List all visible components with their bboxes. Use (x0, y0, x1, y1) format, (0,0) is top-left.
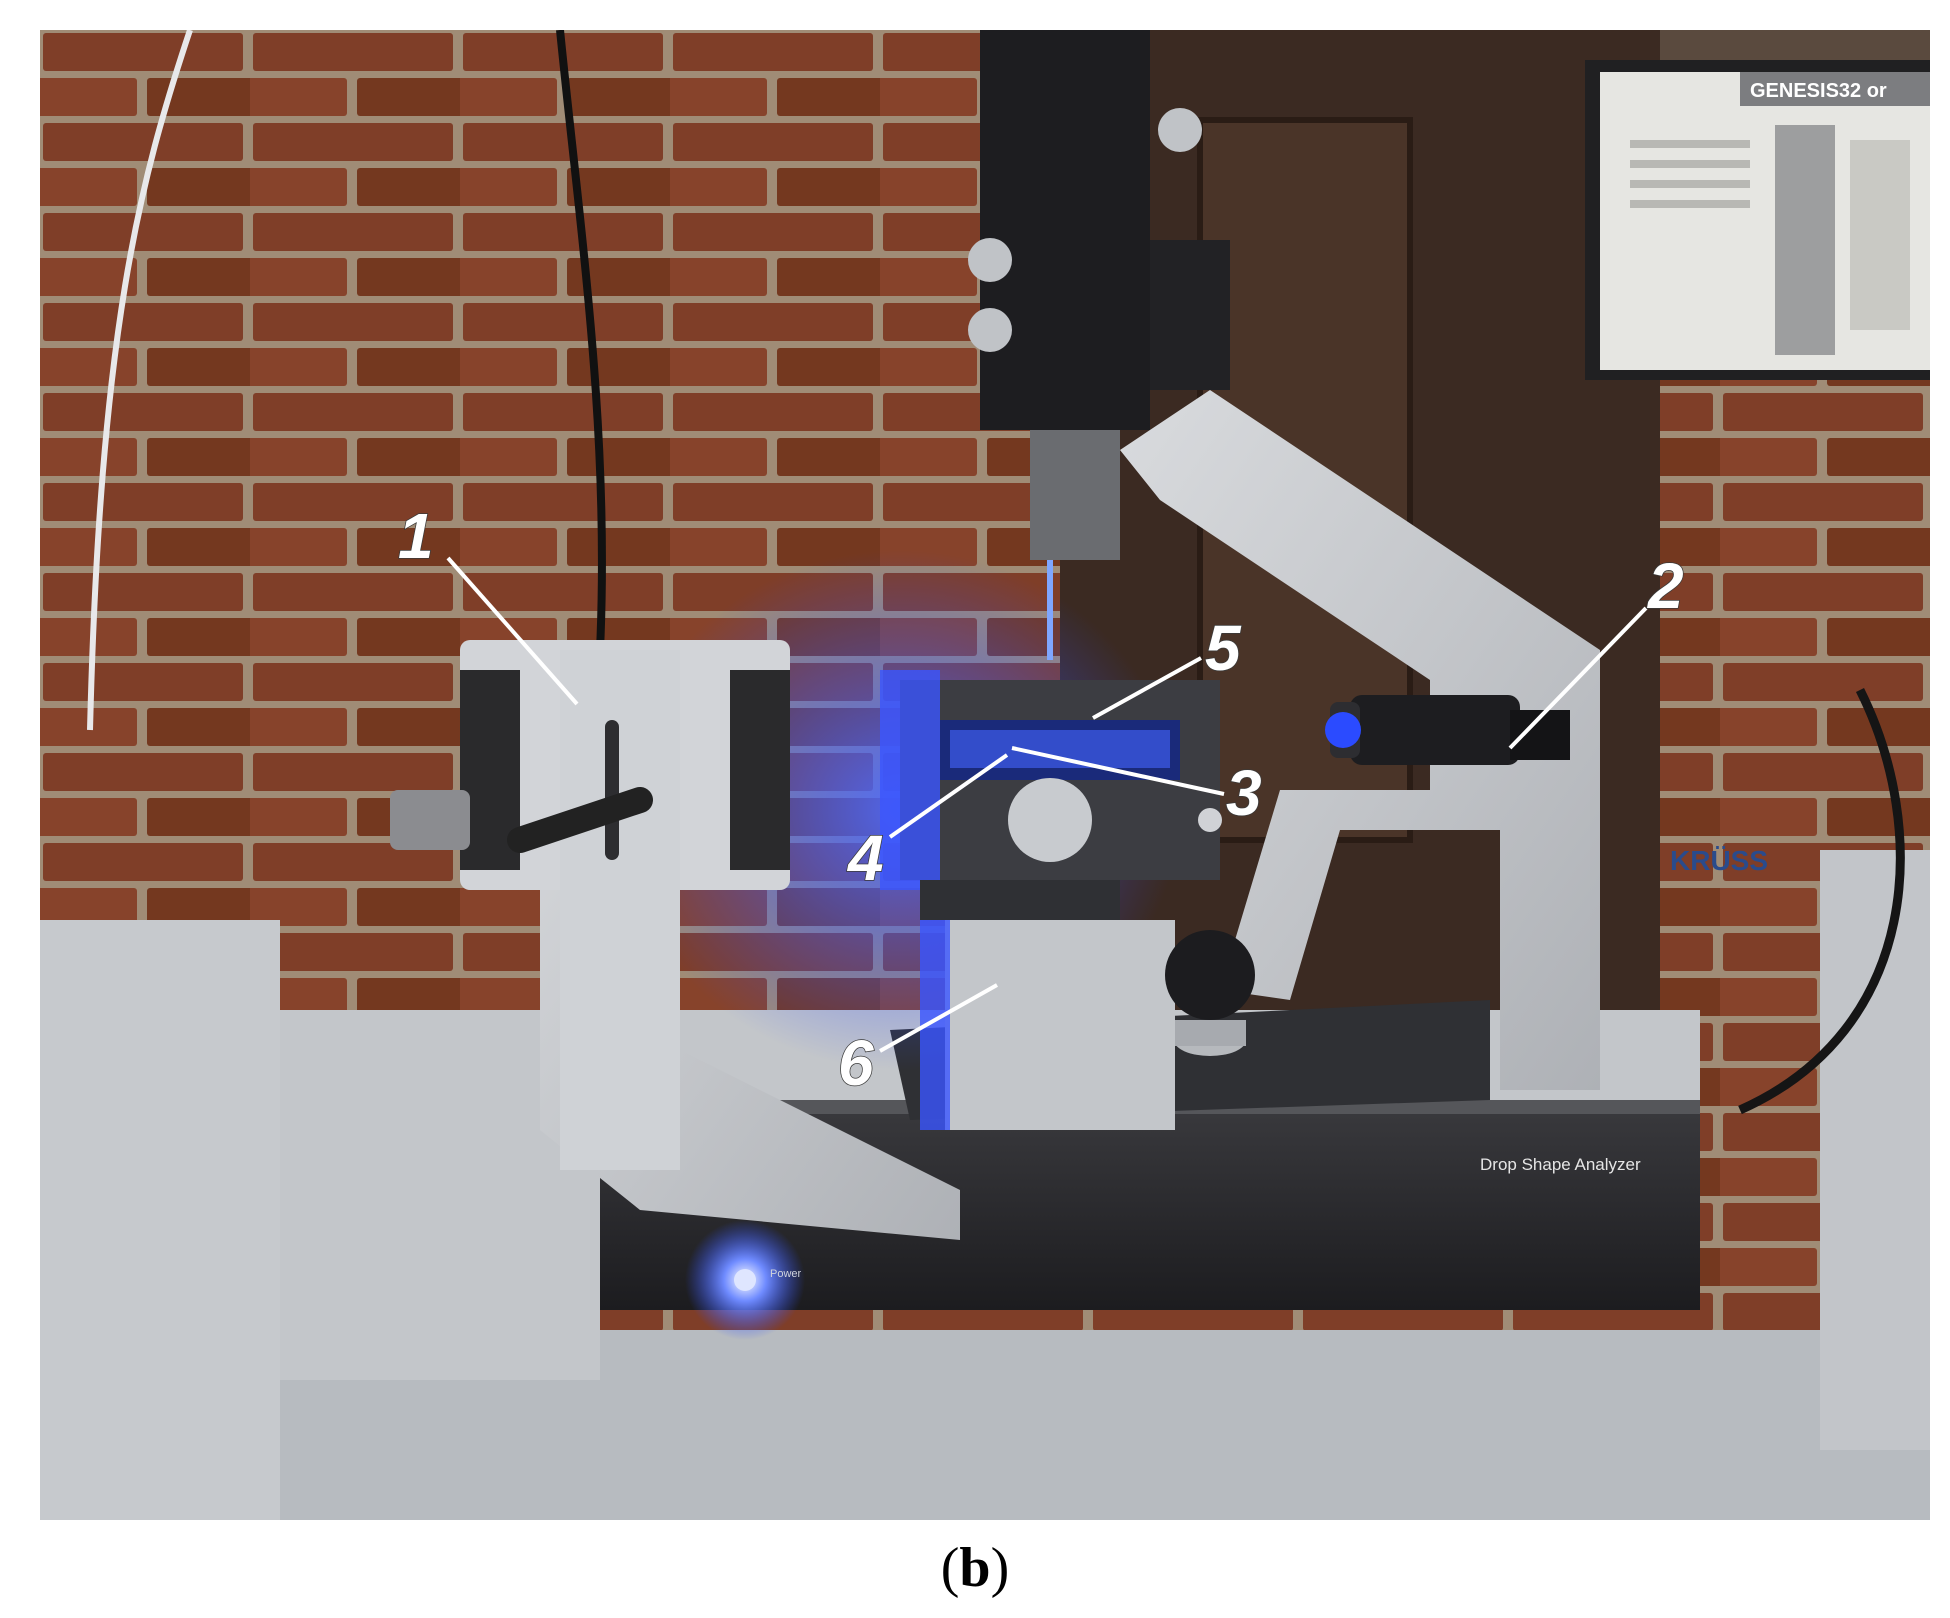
white-cable (87, 30, 193, 731)
side-cabinet (40, 920, 280, 1520)
model-label: Drop Shape Analyzer (1480, 1155, 1641, 1174)
callout-6: 6 (838, 1027, 874, 1099)
caption-close-paren: ) (990, 1537, 1010, 1599)
measurement-chamber (880, 670, 1222, 890)
callout-5: 5 (1205, 612, 1242, 684)
light-source-unit (390, 640, 790, 1170)
instrument-photo: GENESIS32 or Drop Shape Analyzer Power (40, 30, 1930, 1520)
caption-open-paren: ( (940, 1537, 960, 1599)
photo-illustration: GENESIS32 or Drop Shape Analyzer Power (40, 30, 1930, 1520)
poster-title: GENESIS32 or (1750, 80, 1887, 102)
caption-letter: b (959, 1537, 991, 1599)
brick-wall-right (1660, 360, 1930, 860)
black-cable (556, 30, 606, 651)
callout-leaders (446, 556, 1648, 1053)
callout-4: 4 (846, 822, 884, 894)
callout-3: 3 (1226, 757, 1262, 829)
callout-2: 2 (1647, 550, 1684, 622)
wall-poster: GENESIS32 or (1585, 60, 1930, 380)
figure-caption: (b) (0, 1528, 1950, 1608)
callout-1: 1 (398, 500, 434, 572)
power-led-icon (734, 1269, 756, 1291)
brand-logo: KRÜSS (1670, 845, 1768, 876)
power-label: Power (770, 1268, 802, 1280)
dosing-unit (968, 30, 1230, 660)
